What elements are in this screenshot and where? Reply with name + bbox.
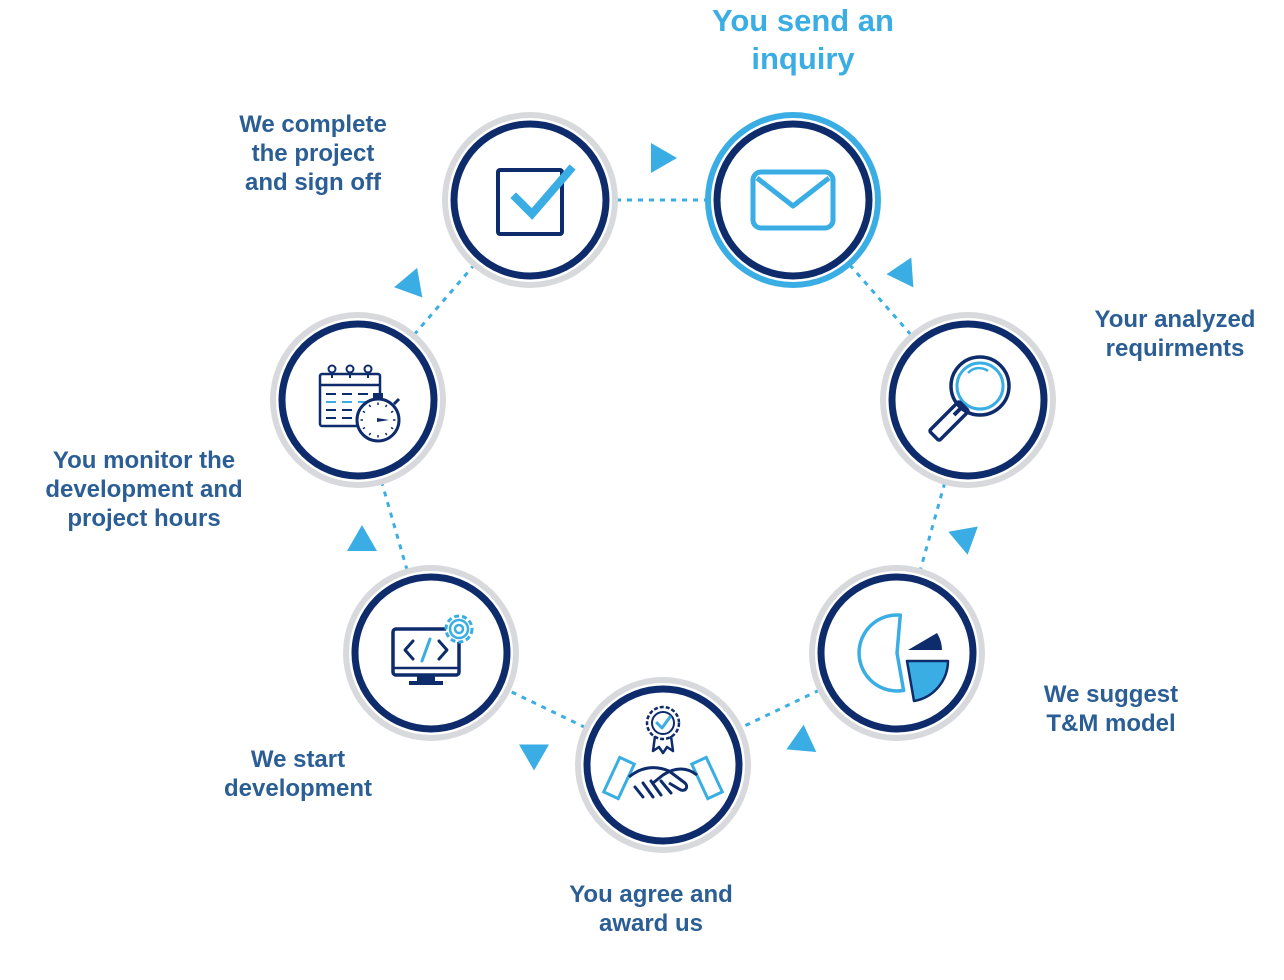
step-label-line: We start (250, 746, 346, 773)
code-monitor-gear-icon (391, 614, 474, 685)
step-label-line: and sign off (245, 169, 381, 196)
arrow-complete-project (651, 143, 677, 173)
direction-arrows (347, 143, 978, 771)
connector-send-inquiry (848, 263, 913, 337)
step-label-line: We complete (239, 111, 387, 138)
connector-agree-award (507, 689, 587, 729)
dotted-connectors (380, 198, 947, 730)
connector-start-development (380, 482, 409, 571)
arrow-monitor-development (394, 267, 423, 298)
connector-monitor-development (412, 264, 476, 336)
step-label-line: You send an (711, 3, 894, 38)
step-nodes (270, 112, 1056, 853)
step-node-start-development (343, 565, 519, 741)
arrow-suggest-tm-model (786, 724, 817, 752)
step-label-line: We suggest (1043, 681, 1179, 708)
step-node-complete-project (442, 112, 618, 288)
step-label-line: You agree and (569, 881, 733, 908)
envelope-icon (750, 169, 836, 231)
node-inner-ring (450, 120, 610, 280)
step-label-line: project hours (67, 505, 221, 532)
checkbox-icon (496, 164, 576, 236)
arrow-analyzed-requirements (948, 526, 978, 555)
node-inner-ring (351, 573, 511, 733)
connector-analyzed-requirements (918, 482, 947, 571)
step-label-line: inquiry (751, 41, 855, 76)
connector-suggest-tm-model (739, 688, 821, 730)
step-label-line: development (223, 775, 373, 802)
magnifier-icon (928, 355, 1011, 442)
node-inner-ring (888, 320, 1048, 480)
handshake-award-icon (601, 705, 725, 801)
pie-chart-icon (857, 613, 950, 703)
step-node-monitor-development (270, 312, 446, 488)
step-label-line: Your analyzed (1094, 306, 1256, 333)
step-node-send-inquiry (705, 112, 881, 288)
step-label-line: development and (45, 476, 243, 503)
step-node-analyzed-requirements (880, 312, 1056, 488)
step-node-suggest-tm-model (809, 565, 985, 741)
step-label-line: T&M model (1046, 710, 1176, 737)
arrow-start-development (347, 525, 377, 551)
step-label-line: requirments (1105, 335, 1245, 362)
node-inner-ring (278, 320, 438, 480)
step-label-line: award us (598, 910, 704, 937)
step-node-agree-award (575, 677, 751, 853)
step-label-line: You monitor the (52, 447, 236, 474)
calendar-stopwatch-icon (318, 364, 401, 443)
arrow-agree-award (519, 744, 550, 771)
step-label-line: the project (251, 140, 375, 167)
arrow-send-inquiry (886, 257, 914, 288)
node-inner-ring (713, 120, 873, 280)
node-inner-ring (583, 685, 743, 845)
